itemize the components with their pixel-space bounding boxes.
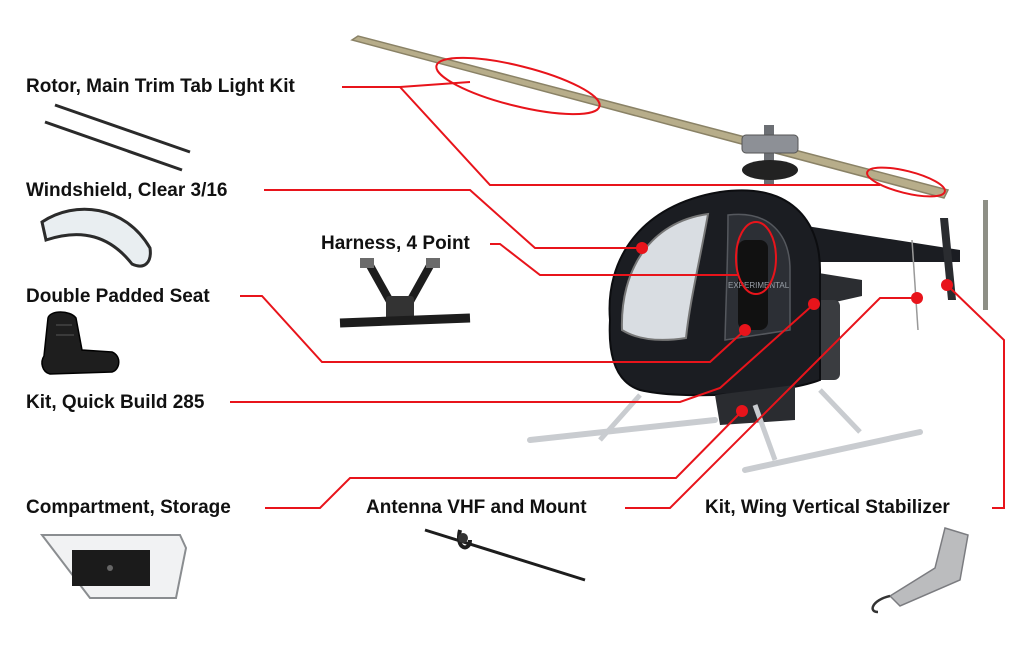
label-antenna: Antenna VHF and Mount [366,497,587,518]
marker-quick-build [808,298,820,310]
label-rotor-trim-tab: Rotor, Main Trim Tab Light Kit [26,76,295,97]
rotor-head [741,134,799,154]
leader-seat [240,295,746,363]
rotor-trim-highlight-1 [435,56,601,116]
leader-harness [490,243,738,276]
harness-icon [339,258,471,328]
label-harness: Harness, 4 Point [321,233,470,254]
leader-storage [265,410,743,509]
marker-antenna [911,292,923,304]
antenna-icon [424,528,586,582]
leader-rotor-trim [342,81,471,88]
leader-windshield [264,189,642,249]
helicopter-image: EXPERIMENTAL [350,35,988,473]
label-quick-build: Kit, Quick Build 285 [26,392,205,413]
tail-rotor-blade [940,218,956,300]
tail-boom [800,225,960,262]
label-windshield: Windshield, Clear 3/16 [26,180,228,201]
label-stabilizer: Kit, Wing Vertical Stabilizer [705,497,950,518]
marker-storage [736,405,748,417]
stabilizer-icon [871,527,969,614]
seat-icon [41,311,120,375]
rotor-trim-highlight-2 [866,166,946,198]
tail-fin [983,200,988,310]
leader-stabilizer [946,284,1005,509]
skid-right [742,429,923,473]
cabin-window [620,212,710,341]
label-seat: Double Padded Seat [26,286,210,307]
marker-seat [739,324,751,336]
rotor-trim-strips-icon [44,103,191,172]
label-storage: Compartment, Storage [26,497,231,518]
tail-antenna [911,239,919,331]
marker-windshield [636,242,648,254]
leader-rotor-trim-2 [399,86,880,186]
marker-stabilizer [941,279,953,291]
windshield-icon [40,207,152,268]
skid-strut-mid [752,404,778,461]
rotor-hub [742,160,798,180]
storage-box-icon [39,534,188,599]
leader-quick-build [230,303,815,403]
harness-highlight [735,221,777,295]
fuselage-lettering: EXPERIMENTAL [728,281,790,290]
rotor-mast [764,125,774,185]
cabin-seat [738,240,768,330]
skid-strut-rear [818,388,862,434]
skid-left [527,417,718,443]
leader-antenna [625,297,917,509]
